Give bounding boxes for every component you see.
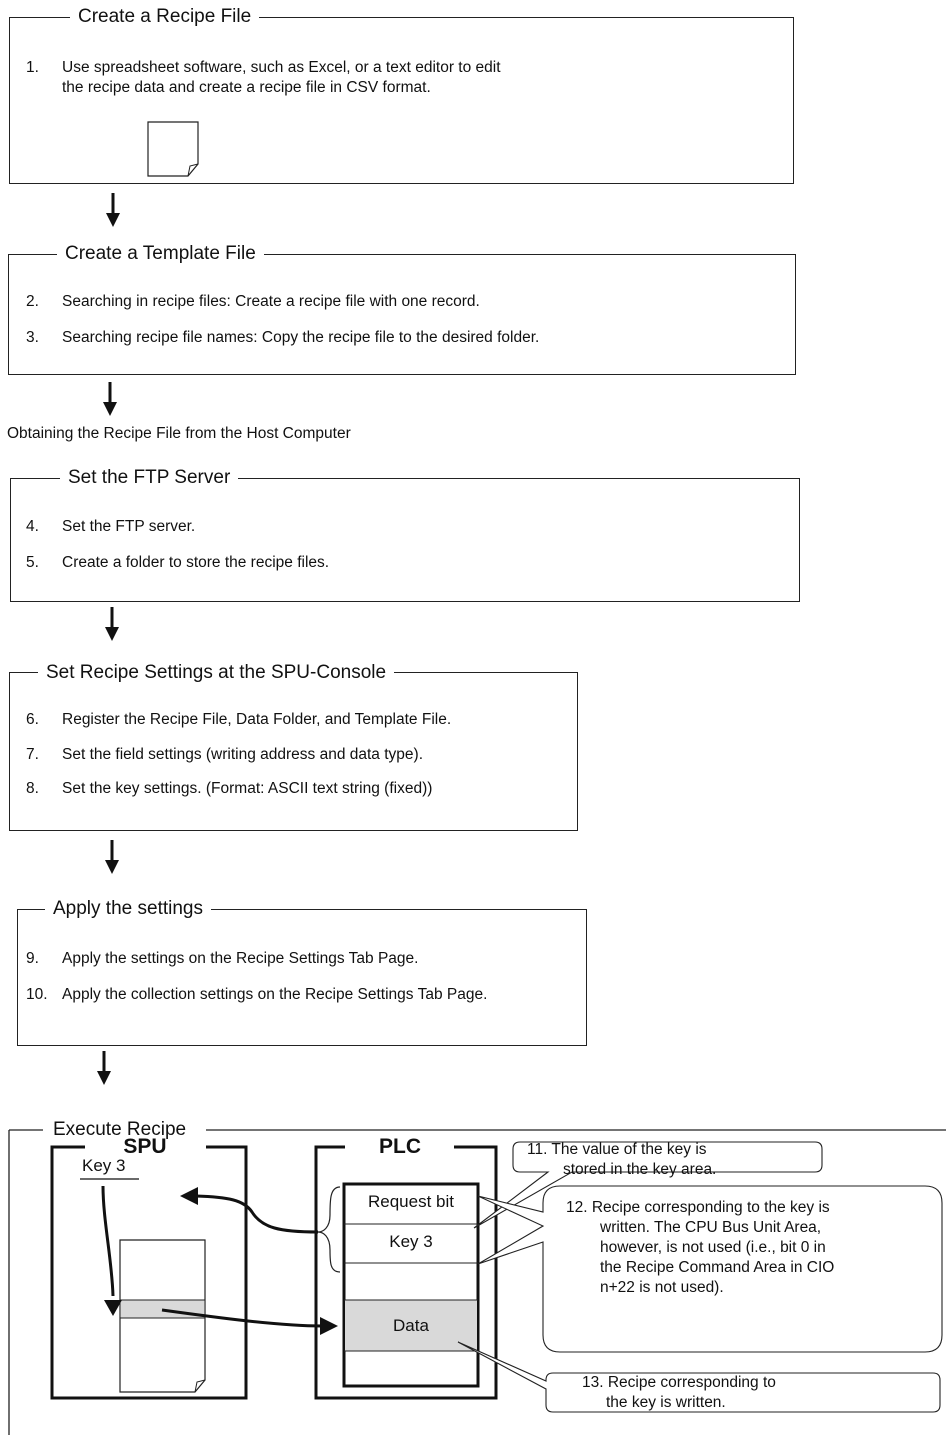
step-6: 6. Register the Recipe File, Data Folder,… [26, 710, 451, 730]
step-1-continued: the recipe data and create a recipe file… [62, 78, 431, 98]
callout-11-line-1: 11. The value of the key is [527, 1141, 707, 1158]
step-5-text: Create a folder to store the recipe file… [62, 554, 330, 571]
step-2-number: 2. [26, 293, 39, 310]
spu-key-label: Key 3 [82, 1156, 126, 1175]
flow-arrow-2 [103, 382, 117, 416]
callout-12-line-2: written. The CPU Bus Unit Area, [600, 1219, 822, 1236]
step-7-text: Set the field settings (writing address … [62, 746, 424, 763]
step-10: 10. Apply the collection settings on the … [26, 985, 487, 1005]
callout-12-line-3: however, is not used (i.e., bit 0 in [600, 1239, 826, 1256]
step-2: 2. Searching in recipe files: Create a re… [26, 292, 480, 312]
plc-key-cell: Key 3 [389, 1232, 433, 1251]
plc-request-bit: Request bit [368, 1192, 454, 1211]
callout-13: 13. Recipe corresponding to the key is w… [582, 1373, 776, 1413]
step-1-number: 1. [26, 59, 39, 76]
spu-title: SPU [123, 1135, 167, 1158]
create-template-file-title: Create a Template File [57, 242, 264, 266]
step-3: 3. Searching recipe file names: Copy the … [26, 328, 539, 348]
step-1: 1. Use spreadsheet software, such as Exce… [26, 58, 501, 78]
step-7-number: 7. [26, 746, 39, 763]
apply-settings-title: Apply the settings [45, 897, 211, 921]
set-ftp-server-title: Set the FTP Server [60, 466, 239, 490]
step-7: 7. Set the field settings (writing addres… [26, 745, 423, 765]
step-1-text: Use spreadsheet software, such as Excel,… [62, 59, 501, 76]
flow-arrow-5 [97, 1051, 111, 1085]
callout-13-line-2: the key is written. [606, 1394, 726, 1411]
step-2-text: Searching in recipe files: Create a reci… [62, 293, 480, 310]
execute-recipe-title: Execute Recipe [53, 1119, 187, 1140]
plc-data-cell: Data [393, 1316, 429, 1335]
step-9-number: 9. [26, 950, 39, 967]
apply-settings-box [17, 909, 587, 1046]
step-6-text: Register the Recipe File, Data Folder, a… [62, 711, 452, 728]
set-recipe-settings-title: Set Recipe Settings at the SPU-Console [38, 661, 395, 685]
callout-13-line-1: 13. Recipe corresponding to [582, 1374, 776, 1391]
step-4: 4. Set the FTP server. [26, 517, 195, 537]
callout-12-line-4: the Recipe Command Area in CIO [600, 1259, 835, 1276]
callout-12-line-5: n+22 is not used). [600, 1279, 724, 1296]
flow-arrow-1 [106, 193, 120, 227]
create-recipe-file-box [9, 17, 794, 184]
step-6-number: 6. [26, 711, 39, 728]
create-template-file-box [8, 254, 796, 375]
step-8-number: 8. [26, 780, 39, 797]
step-10-text: Apply the collection settings on the Rec… [62, 986, 488, 1003]
step-9: 9. Apply the settings on the Recipe Setti… [26, 949, 418, 969]
step-8-text: Set the key settings. (Format: ASCII tex… [62, 780, 433, 797]
step-3-number: 3. [26, 329, 39, 346]
step-5: 5. Create a folder to store the recipe fi… [26, 553, 329, 573]
step-8: 8. Set the key settings. (Format: ASCII t… [26, 779, 432, 799]
step-5-number: 5. [26, 554, 39, 571]
plc-title: PLC [379, 1135, 421, 1158]
step-4-number: 4. [26, 518, 39, 535]
callout-11-line-2: stored in the key area. [563, 1161, 717, 1178]
callout-11: 11. The value of the key is stored in th… [527, 1140, 716, 1180]
callout-12-line-1: 12. Recipe corresponding to the key is [566, 1199, 830, 1216]
flow-arrow-4 [105, 840, 119, 874]
step-10-number: 10. [26, 986, 48, 1003]
step-1-text-line2: the recipe data and create a recipe file… [62, 79, 431, 96]
obtaining-note: Obtaining the Recipe File from the Host … [7, 425, 351, 442]
set-ftp-server-box [10, 478, 800, 602]
flow-arrow-3 [105, 607, 119, 641]
callout-12: 12. Recipe corresponding to the key is w… [566, 1198, 834, 1298]
step-9-text: Apply the settings on the Recipe Setting… [62, 950, 419, 967]
step-4-text: Set the FTP server. [62, 518, 196, 535]
step-3-text: Searching recipe file names: Copy the re… [62, 329, 540, 346]
create-recipe-file-title: Create a Recipe File [70, 5, 260, 29]
